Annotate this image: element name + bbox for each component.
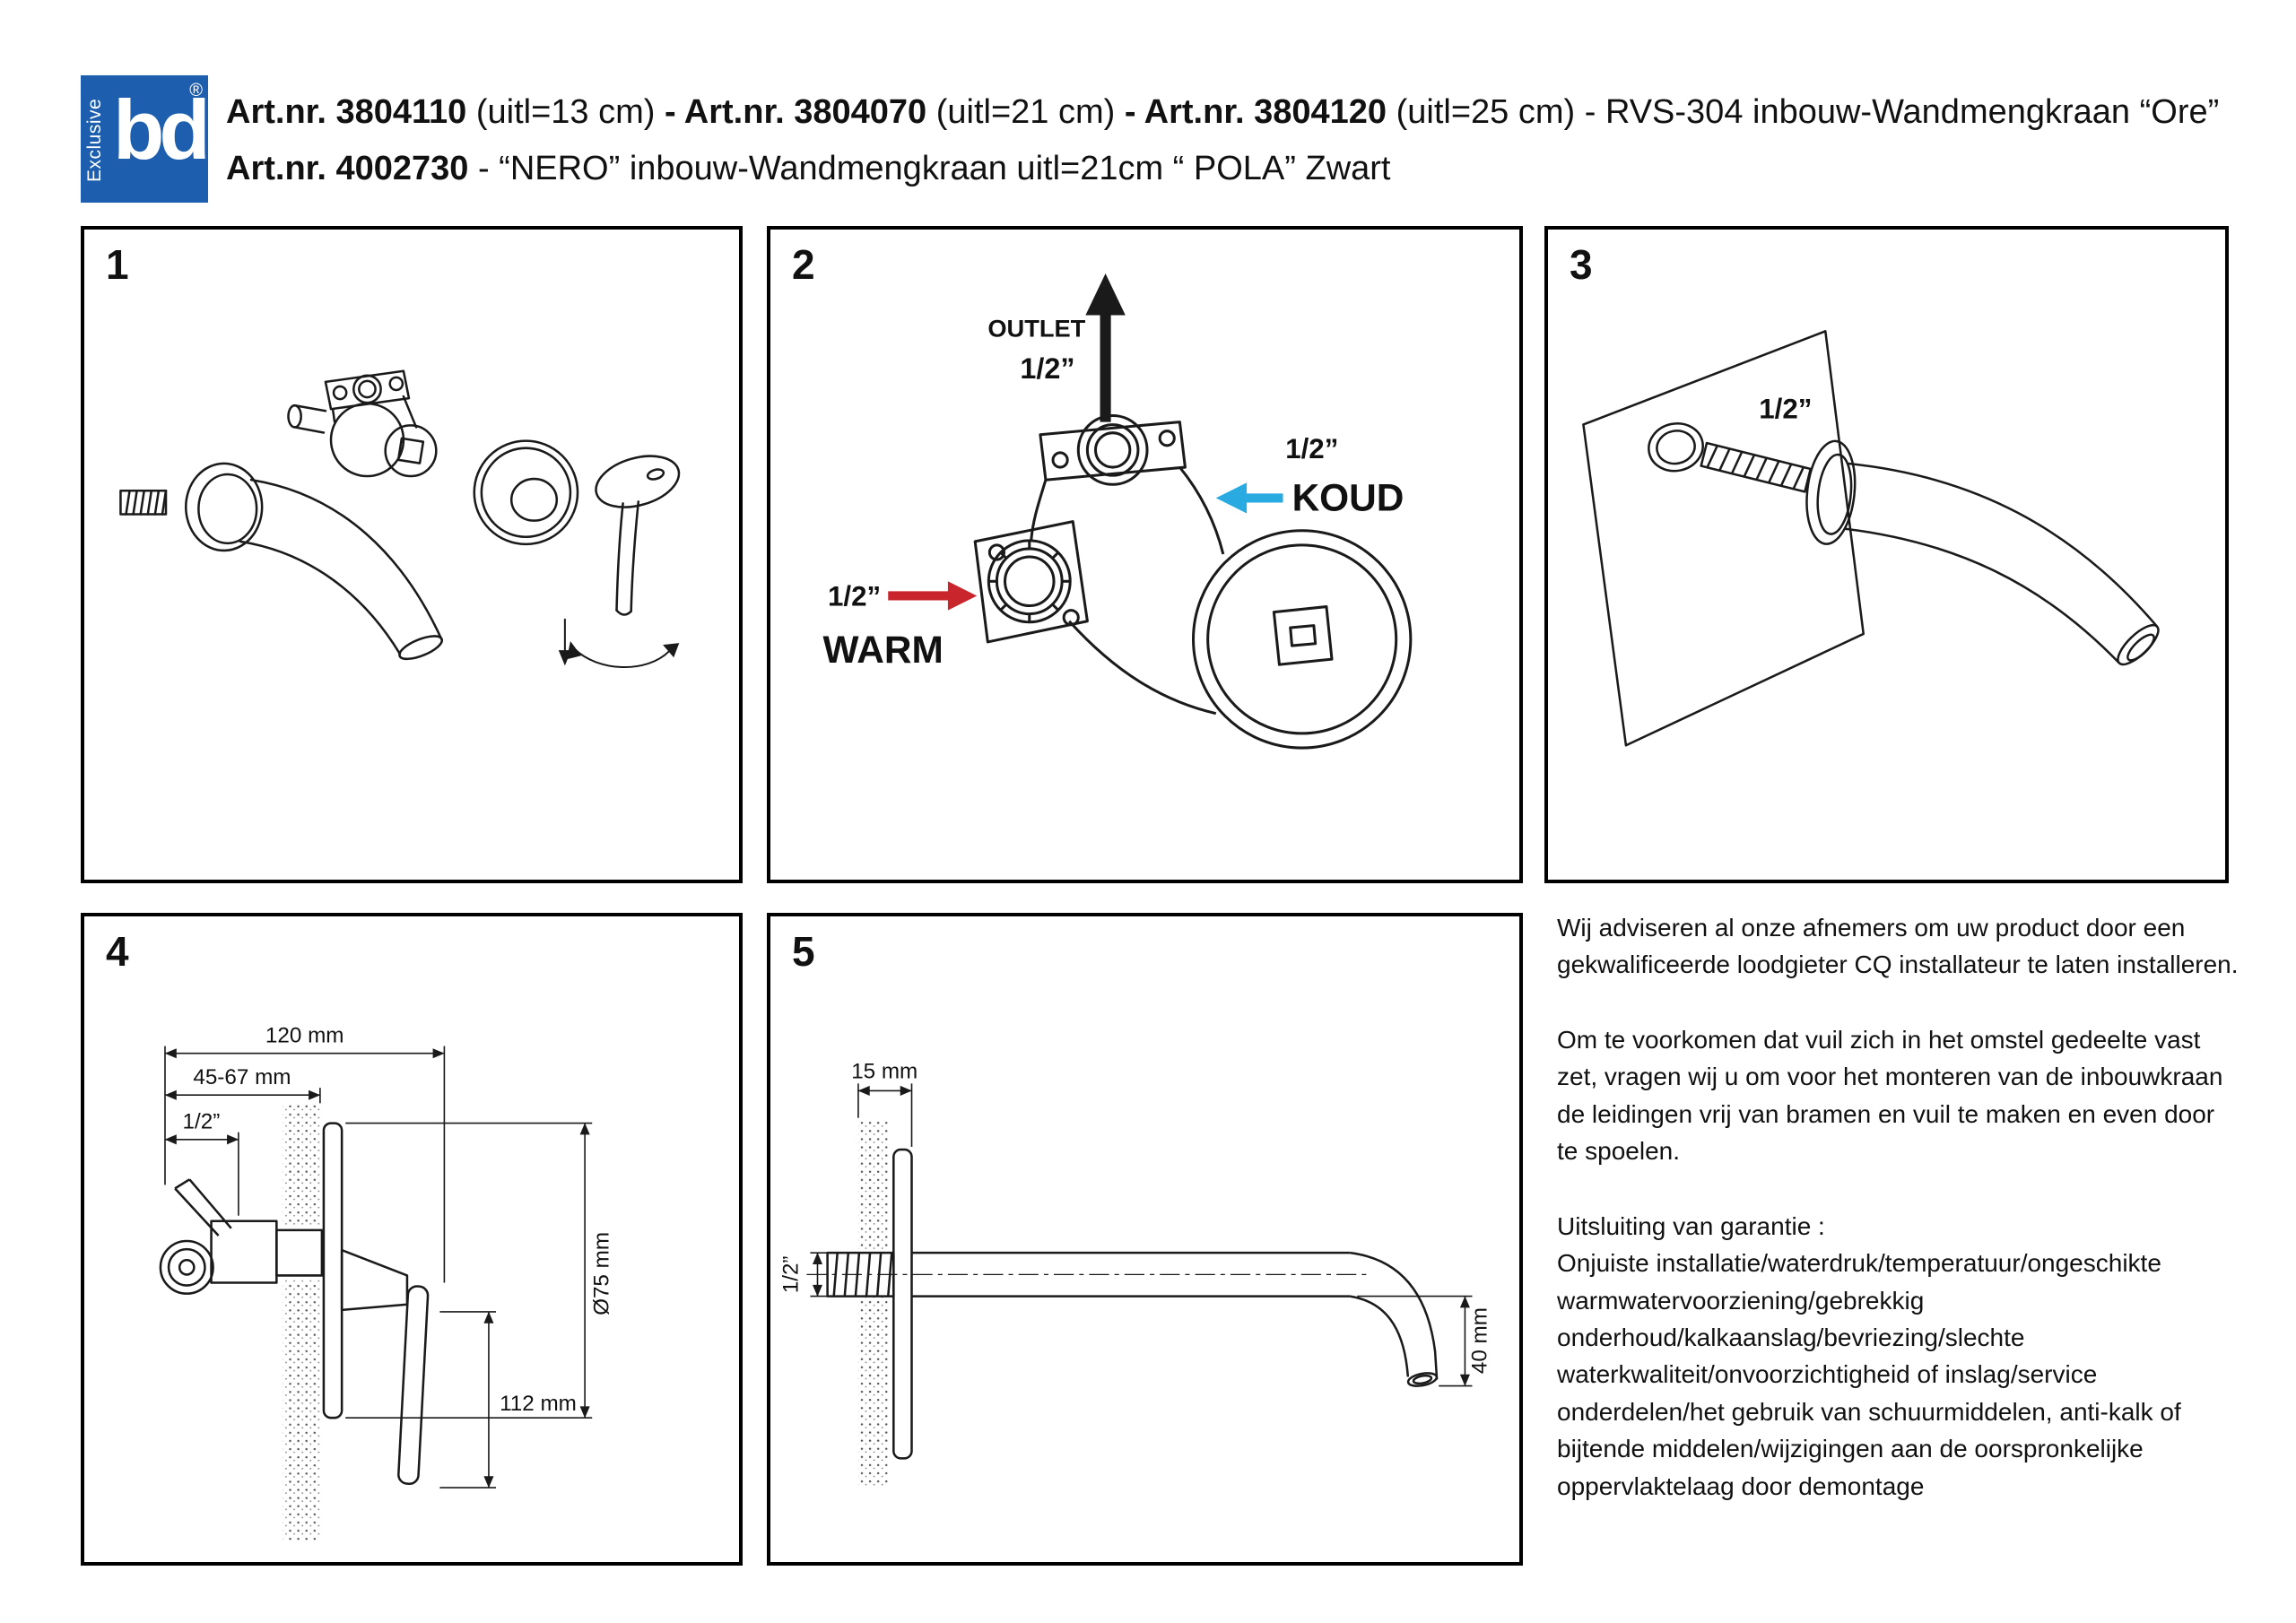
step-number-3: 3 (1570, 241, 1593, 288)
title-block: Art.nr. 3804110 (uitl=13 cm) - Art.nr. 3… (226, 84, 2219, 197)
artnr-3: - Art.nr. 3804120 (1124, 93, 1387, 131)
cold-size-label: 1/2” (1285, 433, 1338, 464)
dim-total-depth: 120 mm (265, 1024, 344, 1048)
note-flush-pipes: Om te voorkomen dat vuil zich in het oms… (1557, 1025, 2223, 1166)
panel-step-4: 4 (81, 913, 743, 1566)
outlet-arrow-icon (1085, 273, 1126, 316)
dimension-lines (810, 1083, 1473, 1387)
note-installer-advice: Wij adviseren al onze afnemers om uw pro… (1557, 914, 2239, 979)
panel-step-3: 3 1/2” (1544, 226, 2229, 883)
spout-dimension-drawing: 15 mm 1/2” 40 mm (778, 1059, 1492, 1488)
artnr-1-detail: (uitl=13 cm) (466, 93, 665, 131)
step-number-5: 5 (792, 928, 815, 975)
outlet-label: OUTLET (987, 315, 1085, 343)
warm-label: WARM (823, 629, 944, 671)
dim-plate-diameter: Ø75 mm (589, 1232, 613, 1315)
step-number-1: 1 (106, 241, 129, 288)
logo-brand: bd (113, 82, 211, 177)
wall-hatch-bottom (857, 1296, 890, 1488)
artnr-1: Art.nr. 3804110 (226, 93, 467, 131)
note-warranty-title: Uitsluiting van garantie : (1557, 1211, 1825, 1240)
title-line-2: Art.nr. 4002730 - “NERO” inbouw-Wandmeng… (226, 141, 2219, 197)
exploded-parts-drawing (119, 369, 681, 669)
registered-trademark-icon: ® (189, 81, 203, 100)
advisory-notes: Wij adviseren al onze afnemers om uw pro… (1557, 909, 2242, 1505)
cold-label: KOUD (1292, 477, 1405, 519)
logo-tagline: Exclusive (84, 98, 105, 182)
dim-inlet-size: 1/2” (778, 1256, 803, 1294)
cold-arrow-icon (1215, 482, 1248, 514)
artnr-3-detail: (uitl=25 cm) - RVS-304 inbouw-Wandmengkr… (1387, 93, 2220, 131)
dimension-lines (164, 1046, 593, 1488)
wall-installation-drawing: 1/2” (1582, 330, 2160, 747)
step-number-4: 4 (106, 928, 129, 975)
panel-step-2: 2 (767, 226, 1523, 883)
wall-hatch-top (857, 1119, 890, 1254)
artnr-2: - Art.nr. 3804070 (664, 93, 927, 131)
dim-wall-range: 45-67 mm (193, 1065, 291, 1089)
dim-inlet-size: 1/2” (183, 1110, 221, 1134)
dim-handle-length: 112 mm (500, 1392, 577, 1416)
valve-connections-drawing: 1/2” WARM 1/2” KOUD OUTLET 1/2” (823, 273, 1413, 750)
artnr-2-detail: (uitl=21 cm) (926, 93, 1125, 131)
panel-step-1: 1 (81, 226, 743, 883)
dim-drop-height: 40 mm (1468, 1307, 1492, 1374)
mixer-dimension-drawing: 120 mm 45-67 mm 1/2” Ø75 mm 112 mm (159, 1024, 613, 1541)
step-number-2: 2 (792, 241, 815, 288)
panel-step-5: 5 (767, 913, 1523, 1566)
outlet-size-label: 1/2” (1020, 352, 1074, 385)
wall-hatch-top (283, 1105, 320, 1225)
note-warranty-body: Onjuiste installatie/waterdruk/temperatu… (1557, 1249, 2181, 1500)
brand-logo: Exclusive bd ® (81, 75, 211, 203)
title-line-1: Art.nr. 3804110 (uitl=13 cm) - Art.nr. 3… (226, 84, 2219, 141)
warm-inlet-annotation: 1/2” WARM (823, 581, 978, 671)
dim-plate-depth: 15 mm (851, 1059, 918, 1083)
wall-hatch-bottom (283, 1279, 320, 1541)
artnr-4: Art.nr. 4002730 (226, 150, 469, 187)
warm-arrow-icon (947, 581, 978, 611)
inlet-size-label: 1/2” (1759, 393, 1812, 424)
artnr-4-detail: - “NERO” inbouw-Wandmengkraan uitl=21cm … (468, 150, 1391, 187)
warm-size-label: 1/2” (828, 581, 881, 612)
cold-inlet-annotation: 1/2” KOUD (1215, 433, 1405, 519)
rotation-arrows (558, 641, 680, 666)
